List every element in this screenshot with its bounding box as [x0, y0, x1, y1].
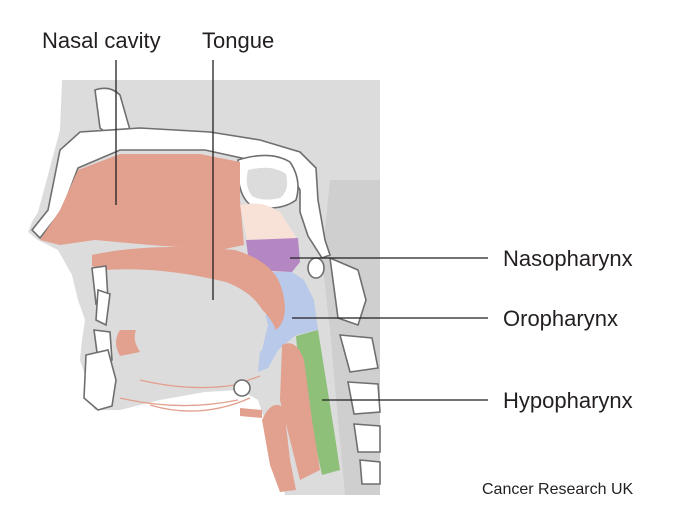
- oral-soft-tissue: [92, 246, 320, 492]
- label-hypopharynx: Hypopharynx: [503, 388, 633, 413]
- oropharynx-region: [250, 272, 318, 372]
- teeth-and-jaw: [83, 265, 251, 411]
- credit-text: Cancer Research UK: [482, 481, 634, 498]
- nasal-cavity-region: [40, 154, 298, 250]
- label-nasopharynx: Nasopharynx: [503, 246, 633, 271]
- skull-bones: [30, 87, 332, 259]
- pharynx-regions: [246, 238, 340, 475]
- label-tongue: Tongue: [202, 28, 274, 53]
- spine: [307, 180, 381, 495]
- label-oropharynx: Oropharynx: [503, 306, 618, 331]
- hypopharynx-region: [296, 330, 340, 475]
- label-nasal-cavity: Nasal cavity: [42, 28, 161, 53]
- leader-lines: [115, 60, 488, 401]
